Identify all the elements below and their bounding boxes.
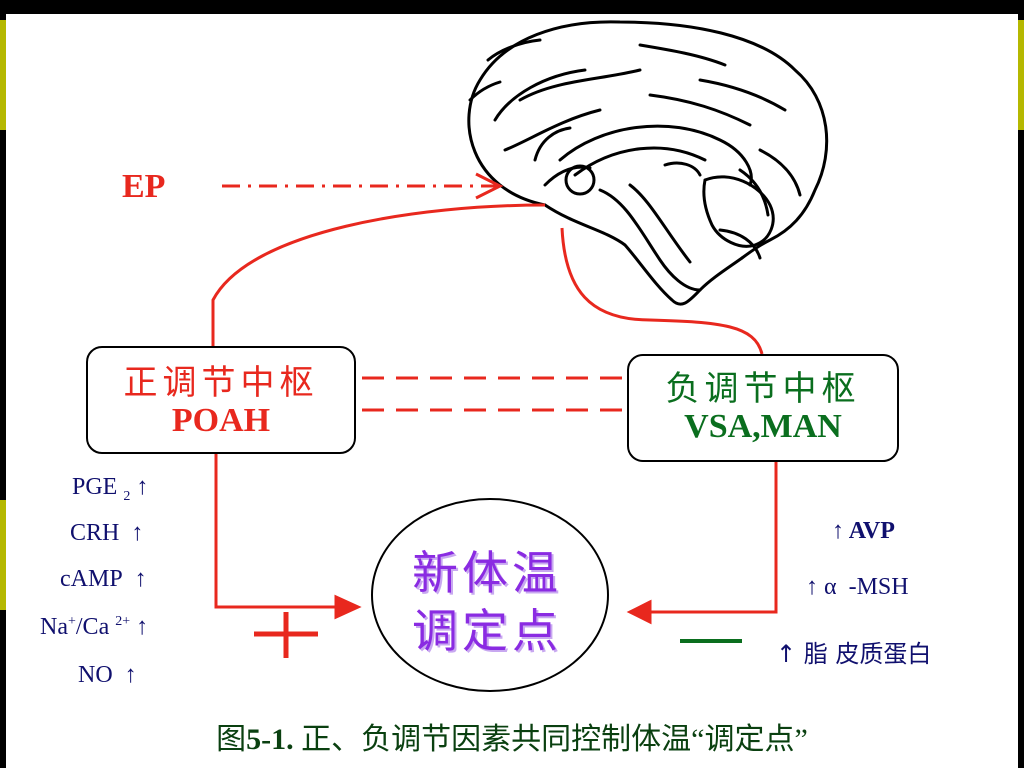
- positive-center-box: 正调节中枢 POAH: [86, 346, 356, 454]
- up-arrow-icon: ↑: [136, 474, 149, 500]
- up-arrow-icon: ↑: [832, 518, 844, 544]
- frame-left-border: [0, 14, 6, 768]
- set-point-label: 新体温 调定点: [402, 544, 572, 660]
- set-point-line2: 调定点: [412, 604, 562, 658]
- factor-alpha-msh-text: α -MSH: [824, 574, 909, 600]
- caption-text: 正、负调节因素共同控制体温“调定点”: [293, 723, 808, 756]
- caption-number: 5-1.: [246, 723, 294, 756]
- factor-no: NO ↑: [78, 662, 137, 689]
- factor-camp-text: cAMP: [60, 566, 123, 592]
- plus-sign-icon: [254, 612, 318, 658]
- factor-pge2: PGE 2 ↑: [72, 474, 148, 505]
- negative-center-abbr: VSA,MAN: [684, 408, 842, 446]
- brain-to-negative-connector: [560, 227, 764, 355]
- factor-avp: ↑ AVP: [832, 518, 895, 545]
- negative-to-setpoint-connector: [642, 462, 778, 614]
- factor-lipocortin-text: 脂 皮质蛋白: [803, 640, 932, 668]
- factor-pge2-subscript: 2: [123, 488, 131, 504]
- factor-avp-text: AVP: [848, 518, 895, 544]
- up-arrow-icon: ↑: [806, 574, 818, 600]
- positive-center-abbr: POAH: [171, 402, 271, 440]
- negative-center-title: 负调节中枢: [665, 369, 861, 409]
- negative-center-box: 负调节中枢 VSA,MAN: [627, 354, 899, 462]
- factor-lipocortin: ↑ 脂 皮质蛋白: [776, 634, 931, 669]
- caption-prefix: 图: [216, 723, 247, 756]
- factor-crh: CRH ↑: [70, 520, 143, 547]
- accent-bar: [0, 500, 6, 610]
- factor-camp: cAMP ↑: [60, 566, 147, 593]
- positive-center-title: 正调节中枢: [123, 363, 319, 403]
- accent-bar: [1018, 20, 1024, 130]
- factor-na-superscript: +: [67, 614, 76, 629]
- ep-label: EP: [122, 168, 166, 205]
- figure-caption: 图5-1. 正、负调节因素共同控制体温“调定点”: [0, 714, 1024, 758]
- factor-no-text: NO: [78, 662, 113, 688]
- positive-arrowhead: [334, 594, 362, 620]
- up-arrow-icon: ↑: [136, 614, 149, 640]
- accent-bar: [0, 20, 6, 130]
- set-point-line1: 新体温: [412, 546, 562, 600]
- ep-arrowhead: [475, 172, 504, 200]
- brain-illustration: [467, 20, 829, 306]
- factor-na-text: Na: [40, 614, 68, 640]
- up-arrow-icon: ↑: [134, 566, 147, 592]
- factor-na-ca: Na+/Ca 2+ ↑: [40, 614, 148, 641]
- positive-to-setpoint-connector: [214, 454, 340, 609]
- factor-alpha-msh: ↑ α -MSH: [806, 574, 909, 601]
- set-point-circle: [371, 498, 609, 692]
- up-arrow-icon: ↑: [776, 640, 797, 668]
- frame-right-border: [1018, 14, 1024, 768]
- factor-ca-superscript: 2+: [115, 614, 131, 629]
- factor-pge2-text: PGE: [72, 474, 118, 500]
- up-arrow-icon: ↑: [124, 662, 137, 688]
- up-arrow-icon: ↑: [131, 520, 144, 546]
- negative-arrowhead: [626, 599, 652, 625]
- factor-ca-text: /Ca: [75, 614, 110, 640]
- brain-to-positive-connector: [211, 203, 546, 346]
- factor-crh-text: CRH: [70, 520, 120, 546]
- frame-top-border: [0, 0, 1024, 14]
